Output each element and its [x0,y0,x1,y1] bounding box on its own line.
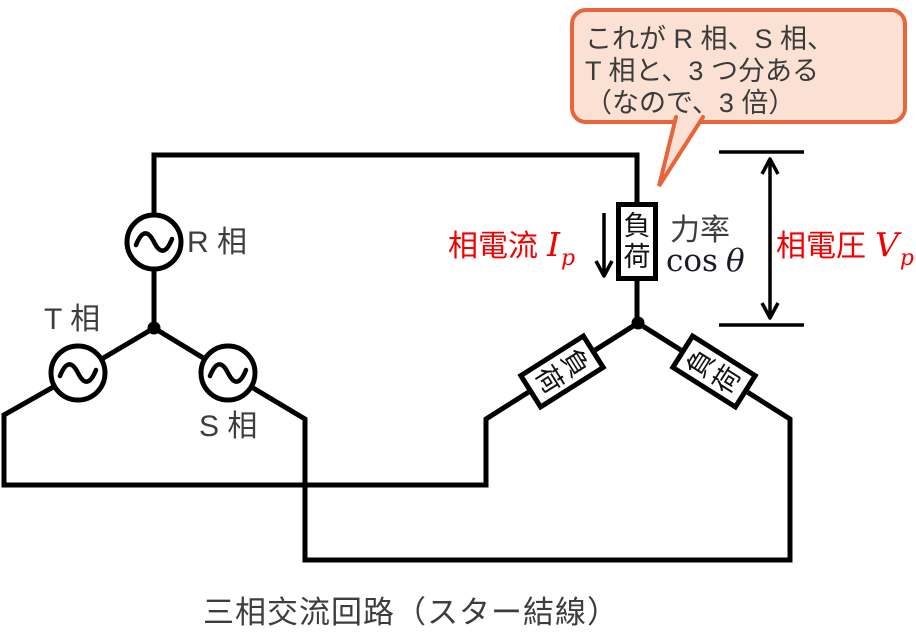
phase-current-symbol: I [547,225,561,264]
wire-s-phase-return [226,320,793,563]
phase-voltage-text: 相電圧 [776,230,866,263]
phase-voltage-label: 相電圧 Vp [776,225,914,271]
callout-note: これが R 相、S 相、 T 相と、3 つ分ある （なので、3 倍） [585,23,834,119]
source-label-s: S 相 [199,410,258,443]
source-label-t: T 相 [44,303,101,336]
callout-bubble-body [570,8,907,124]
current-direction-arrow-icon [594,213,614,278]
load-box-top: 負荷 [616,202,658,281]
diagram-caption: 三相交流回路（スター結線） [200,587,622,634]
dimension-arrowhead-up [760,157,780,175]
phase-current-text: 相電流 [448,230,538,263]
theta-symbol: θ [725,243,745,279]
source-label-r: R 相 [187,226,247,259]
wire-t-phase-return [1,320,640,488]
cos-function: cos [666,243,718,279]
ac-source-s [198,343,258,403]
power-factor-text: 力率 [670,214,730,247]
callout-line-2: T 相と、3 つ分ある [585,56,819,86]
sine-wave-icon [207,362,249,384]
callout-line-3: （なので、3 倍） [585,88,796,118]
phase-voltage-symbol: V [875,225,899,264]
callout-bubble [570,8,907,188]
dimension-arrowhead-down [760,302,780,320]
neutral-node-right [631,316,645,330]
ac-source-r [124,212,184,272]
wires [1,152,793,563]
phase-current-subscript: p [561,246,576,271]
ac-source-t [48,343,108,403]
callout-bubble-tail [657,115,705,188]
callout-line-1: これが R 相、S 相、 [585,24,835,54]
current-arrow-head [594,260,614,278]
sine-wave-icon [133,231,175,253]
dimension-double-arrow-icon [719,150,804,327]
wire-r-phase-top [151,152,640,216]
phase-voltage-subscript: p [899,246,914,271]
sine-wave-icon [57,362,99,384]
neutral-node-left [147,321,161,335]
phase-current-label: 相電流 Ip [448,225,575,271]
